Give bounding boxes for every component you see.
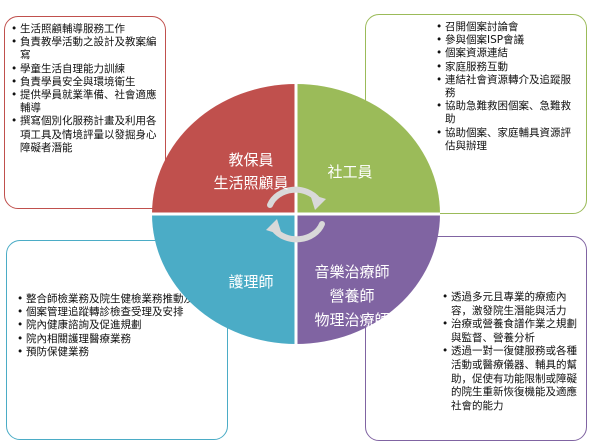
- duty-item: 整合師檢業務及院生健檢業務推動及執行: [17, 293, 219, 306]
- duty-item: 家庭服務互動: [436, 61, 580, 74]
- nurse-duty-list: 整合師檢業務及院生健檢業務推動及執行個案管理追蹤轉診檢查受理及安排院內健康諮詢及…: [17, 293, 219, 359]
- duty-item: 個案資源連結: [436, 47, 580, 60]
- duty-item: 透過多元且專業的療癒內容，激發院生潛能與活力: [442, 291, 580, 318]
- physical-therapist-label: 物理治療師: [314, 311, 390, 329]
- duty-item: 院內相關護理醫療業務: [17, 333, 219, 346]
- educare-label-line1: 教保員: [228, 151, 274, 169]
- social-worker-label: 社工員: [327, 163, 373, 181]
- duty-item: 召開個案討論會: [436, 21, 580, 34]
- social-worker-duty-list: 召開個案討論會參與個案ISP會議個案資源連結家庭服務互動連結社會資源轉介及追蹤服…: [436, 21, 580, 153]
- duty-item: 學童生活自理能力訓練: [11, 63, 159, 76]
- cycle-arrows-icon: [266, 186, 326, 243]
- nurse-label: 護理師: [228, 273, 274, 291]
- dietitian-label: 營養師: [329, 287, 375, 305]
- educare-duties-box: 生活照顧輔導服務工作負責教學活動之設計及教案編寫學童生活自理能力訓練負責學員安全…: [4, 16, 166, 209]
- duty-item: 預防保健業務: [17, 346, 219, 359]
- therapist-quadrant: [296, 214, 440, 344]
- duty-item: 治療或營養食譜作業之規劃與監督、營養分析: [442, 318, 580, 345]
- duty-item: 連結社會資源轉介及追蹤服務: [436, 74, 580, 100]
- duty-item: 透過一對一復健服務或各種活動或醫療儀器、輔具的幫助，促使有功能限制或障礙的院生重…: [442, 345, 580, 413]
- duty-item: 負責學員安全與環境衛生: [11, 76, 159, 89]
- duty-item: 協助急難救困個案、急難救助: [436, 100, 580, 126]
- educare-label-line2: 生活照顧員: [213, 174, 289, 192]
- music-therapist-label: 音樂治療師: [314, 263, 390, 281]
- duty-item: 院內健康諮詢及促進規劃: [17, 319, 219, 332]
- duty-item: 參與個案ISP會議: [436, 34, 580, 47]
- educare-duty-list: 生活照顧輔導服務工作負責教學活動之設計及教案編寫學童生活自理能力訓練負責學員安全…: [11, 23, 159, 155]
- social-worker-quadrant: [296, 84, 440, 214]
- duty-item: 個案管理追蹤轉診檢查受理及安排: [17, 306, 219, 319]
- duty-item: 撰寫個別化服務計畫及利用各項工具及情境評量以發掘身心障礙者潛能: [11, 115, 159, 155]
- duty-item: 生活照顧輔導服務工作: [11, 23, 159, 36]
- duty-item: 負責教學活動之設計及教案編寫: [11, 36, 159, 62]
- duty-item: 協助個案、家庭輔具資源評估與辦理: [436, 127, 580, 153]
- therapist-duty-list: 透過多元且專業的療癒內容，激發院生潛能與活力治療或營養食譜作業之規劃與監督、營養…: [442, 291, 580, 413]
- educare-quadrant: [152, 84, 296, 214]
- social-worker-duties-box: 召開個案討論會參與個案ISP會議個案資源連結家庭服務互動連結社會資源轉介及追蹤服…: [365, 14, 587, 214]
- duty-item: 提供學員就業準備、社會適應輔導: [11, 89, 159, 115]
- nurse-quadrant: [152, 214, 296, 344]
